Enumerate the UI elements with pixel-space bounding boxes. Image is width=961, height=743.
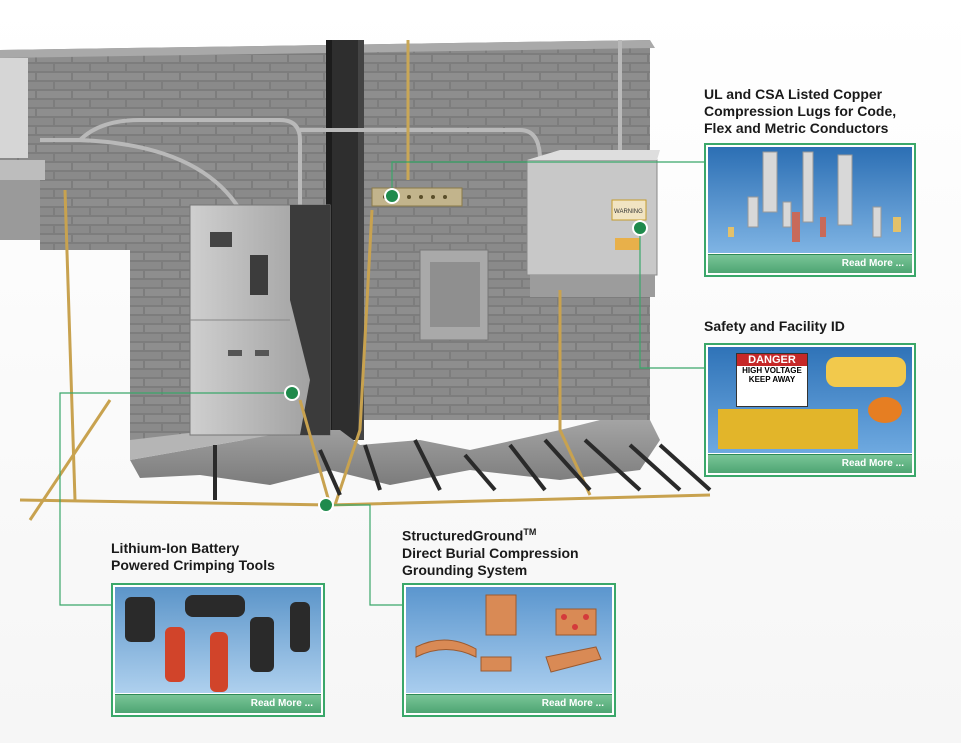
caution-tape-roll	[826, 357, 906, 387]
trademark-symbol: TM	[523, 527, 537, 537]
safety-photo: DANGER HIGH VOLTAGE KEEP AWAY	[708, 347, 912, 453]
structured-card[interactable]: Read More ...	[402, 583, 616, 717]
hotspot-bus-bar[interactable]	[384, 188, 400, 204]
structured-title-rest: Direct Burial Compression Grounding Syst…	[402, 544, 579, 578]
hotspot-lugs[interactable]	[632, 220, 648, 236]
junction-box	[419, 249, 489, 341]
structured-title-main: StructuredGround	[402, 527, 524, 544]
danger-sign-header: DANGER	[737, 354, 807, 366]
lugs-read-more-link[interactable]: Read More ...	[841, 258, 904, 269]
hotspot-ground-connector[interactable]	[318, 497, 334, 513]
lugs-callout-title: UL and CSA Listed Copper Compression Lug…	[704, 86, 897, 136]
ground-rods	[213, 438, 712, 500]
safety-callout-title: Safety and Facility ID	[704, 318, 845, 334]
lugs-read-more-bar[interactable]: Read More ...	[708, 254, 912, 273]
safety-read-more-link[interactable]: Read More ...	[841, 458, 904, 469]
danger-sign: DANGER HIGH VOLTAGE KEEP AWAY	[736, 353, 808, 407]
labels-pile	[718, 409, 858, 449]
crimping-photo	[115, 587, 321, 693]
electrical-panel	[189, 204, 331, 436]
crimping-callout-title: Lithium-Ion Battery Powered Crimping Too…	[111, 540, 275, 573]
lugs-card[interactable]: Read More ...	[704, 143, 916, 277]
structured-callout-title: StructuredGroundTM Direct Burial Compres…	[402, 524, 652, 579]
structured-read-more-link[interactable]: Read More ...	[541, 698, 604, 709]
warning-label: WARNING	[614, 209, 643, 215]
danger-sign-text: HIGH VOLTAGE KEEP AWAY	[742, 366, 802, 384]
safety-read-more-bar[interactable]: Read More ...	[708, 454, 912, 473]
safety-card[interactable]: DANGER HIGH VOLTAGE KEEP AWAY Read More …	[704, 343, 916, 477]
transformer-box: WARNING	[526, 150, 660, 297]
hotspot-panel[interactable]	[284, 385, 300, 401]
wall-unit-left	[0, 58, 45, 240]
leader-lines	[59, 161, 705, 606]
conduits	[40, 40, 622, 212]
lugs-photo	[708, 147, 912, 253]
structured-read-more-bar[interactable]: Read More ...	[406, 694, 612, 713]
crimping-card[interactable]: Read More ...	[111, 583, 325, 717]
tape-roll-orange	[868, 397, 902, 423]
crimping-read-more-bar[interactable]: Read More ...	[115, 694, 321, 713]
structured-photo	[406, 587, 612, 693]
crimping-read-more-link[interactable]: Read More ...	[250, 698, 313, 709]
